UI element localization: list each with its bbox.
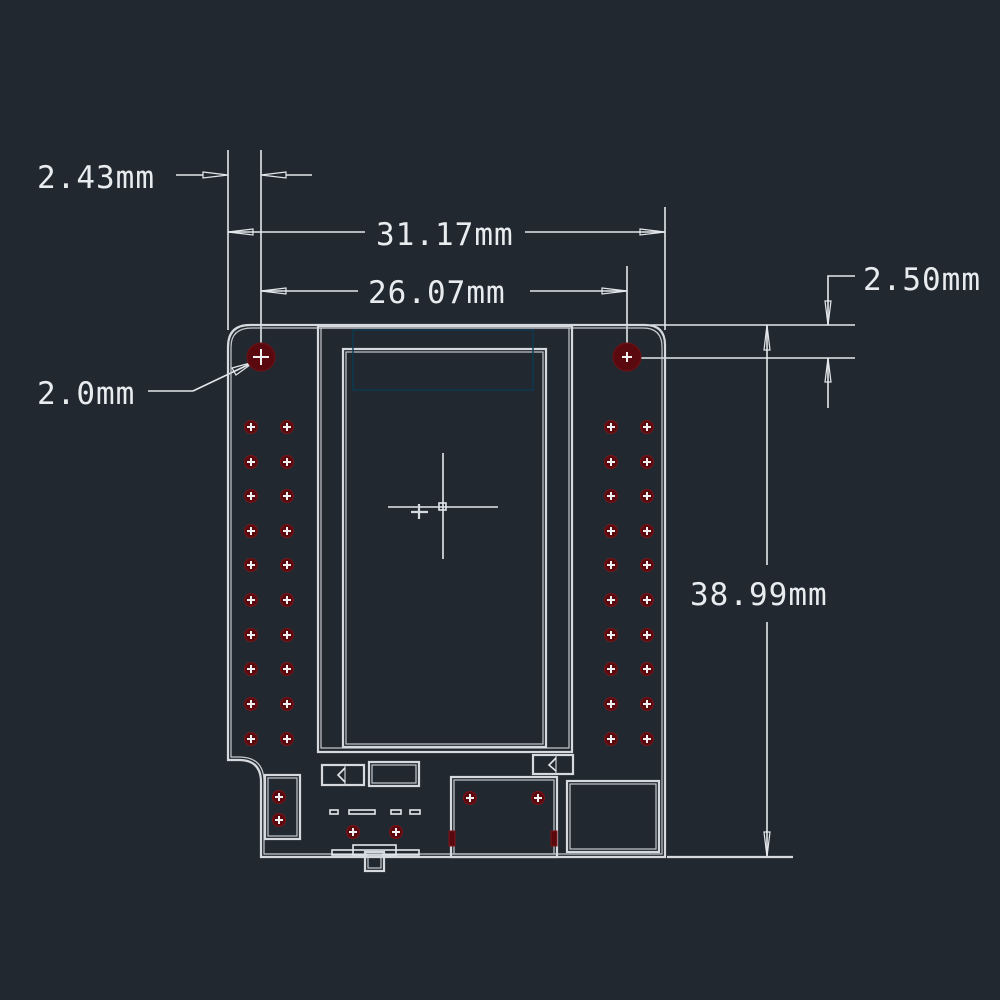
component-rect-small bbox=[367, 760, 421, 788]
header-pin-pad bbox=[604, 489, 618, 503]
header-pin-pad bbox=[244, 524, 258, 538]
dimension-overall-width: 31.17mm bbox=[227, 207, 666, 330]
slide-switch bbox=[331, 844, 420, 873]
display-fpc-outline bbox=[352, 329, 534, 391]
header-pin-pad bbox=[640, 662, 654, 676]
header-pin-pad bbox=[640, 732, 654, 746]
arrow-icon bbox=[202, 171, 229, 179]
header-pin-pad bbox=[640, 489, 654, 503]
header-pin-pad bbox=[640, 593, 654, 607]
diode-icon bbox=[336, 767, 346, 783]
header-pin-pad bbox=[280, 662, 294, 676]
header-pin-pad bbox=[604, 697, 618, 711]
header-pin-pad bbox=[604, 455, 618, 469]
arrow-icon bbox=[260, 287, 287, 295]
header-pin-pad bbox=[604, 524, 618, 538]
component-rect-large bbox=[565, 779, 661, 854]
connector-pin-pad bbox=[463, 791, 477, 805]
dimension-label-hole-diameter: 2.0mm bbox=[37, 376, 135, 412]
mounting-hole-right bbox=[612, 342, 642, 372]
usb-connector bbox=[448, 775, 559, 859]
header-pin-pad bbox=[640, 558, 654, 572]
header-pin-pad bbox=[280, 489, 294, 503]
header-pin-pad bbox=[280, 558, 294, 572]
dimension-left-margin: 2.43mm bbox=[37, 150, 312, 345]
header-pin-pad bbox=[640, 524, 654, 538]
header-pin-pad bbox=[640, 455, 654, 469]
dimension-label-left-margin: 2.43mm bbox=[37, 160, 155, 196]
smd-pad bbox=[329, 809, 339, 815]
arrow-icon bbox=[227, 228, 254, 236]
dimension-overall-height: 38.99mm bbox=[667, 324, 828, 859]
header-pin-pad bbox=[244, 697, 258, 711]
header-pin-pad bbox=[604, 593, 618, 607]
header-pin-pad bbox=[280, 455, 294, 469]
header-pin-pad bbox=[244, 489, 258, 503]
connector-pin-pad bbox=[346, 825, 360, 839]
connector-pin-pad bbox=[531, 791, 545, 805]
arrow-icon bbox=[639, 228, 666, 236]
header-pin-pad bbox=[280, 628, 294, 642]
smd-pad bbox=[348, 809, 376, 815]
mounting-hole-left bbox=[246, 342, 276, 372]
dimension-label-hole-spacing: 26.07mm bbox=[368, 275, 506, 311]
header-pin-pad bbox=[640, 420, 654, 434]
smd-pad bbox=[390, 809, 402, 815]
usb-shield-pad-right bbox=[550, 830, 558, 847]
bottom-components bbox=[263, 753, 661, 873]
arrow-icon bbox=[231, 361, 255, 376]
header-pin-pad bbox=[244, 455, 258, 469]
header-pin-pad bbox=[280, 524, 294, 538]
header-pin-pad bbox=[280, 420, 294, 434]
arrow-icon bbox=[763, 831, 771, 858]
header-pin-pad bbox=[640, 697, 654, 711]
header-pin-pad bbox=[280, 697, 294, 711]
smd-pad bbox=[409, 809, 421, 815]
header-pin-pad bbox=[244, 420, 258, 434]
header-pin-pad bbox=[604, 420, 618, 434]
header-pin-pad bbox=[244, 593, 258, 607]
led-left bbox=[320, 763, 366, 787]
arrow-icon bbox=[260, 171, 287, 179]
crosshair-center-box bbox=[438, 502, 447, 511]
header-pin-pad bbox=[604, 732, 618, 746]
arrow-icon bbox=[824, 300, 832, 326]
connector-pin-pad bbox=[272, 790, 286, 804]
header-pin-pad bbox=[280, 593, 294, 607]
dimension-label-top-offset: 2.50mm bbox=[863, 262, 981, 298]
pcb-outline bbox=[226, 323, 667, 859]
header-pin-pad bbox=[604, 558, 618, 572]
header-pin-pad bbox=[244, 628, 258, 642]
pin-headers bbox=[244, 420, 654, 746]
connector-pin-pad bbox=[389, 825, 403, 839]
connector-pin-pad bbox=[272, 813, 286, 827]
connector-pads bbox=[272, 790, 545, 839]
dimension-label-overall-height: 38.99mm bbox=[690, 577, 828, 613]
header-pin-pad bbox=[280, 732, 294, 746]
usb-shield-pad-left bbox=[448, 830, 456, 847]
arrow-icon bbox=[601, 287, 628, 295]
diode-icon bbox=[547, 757, 557, 772]
led-right bbox=[531, 753, 575, 776]
arrow-icon bbox=[763, 324, 771, 351]
dimension-label-overall-width: 31.17mm bbox=[376, 217, 514, 253]
dimension-hole-spacing: 26.07mm bbox=[260, 266, 628, 357]
header-pin-pad bbox=[604, 628, 618, 642]
dimension-top-offset: 2.50mm bbox=[640, 262, 981, 408]
display-module bbox=[316, 324, 574, 754]
header-pin-pad bbox=[244, 558, 258, 572]
connector-2pin-left bbox=[263, 773, 302, 841]
header-pin-pad bbox=[640, 628, 654, 642]
header-pin-pad bbox=[244, 732, 258, 746]
arrow-icon bbox=[824, 357, 832, 383]
dimension-hole-diameter: 2.0mm bbox=[37, 361, 255, 412]
mounting-holes bbox=[246, 342, 642, 372]
header-pin-pad bbox=[604, 662, 618, 676]
header-pin-pad bbox=[244, 662, 258, 676]
